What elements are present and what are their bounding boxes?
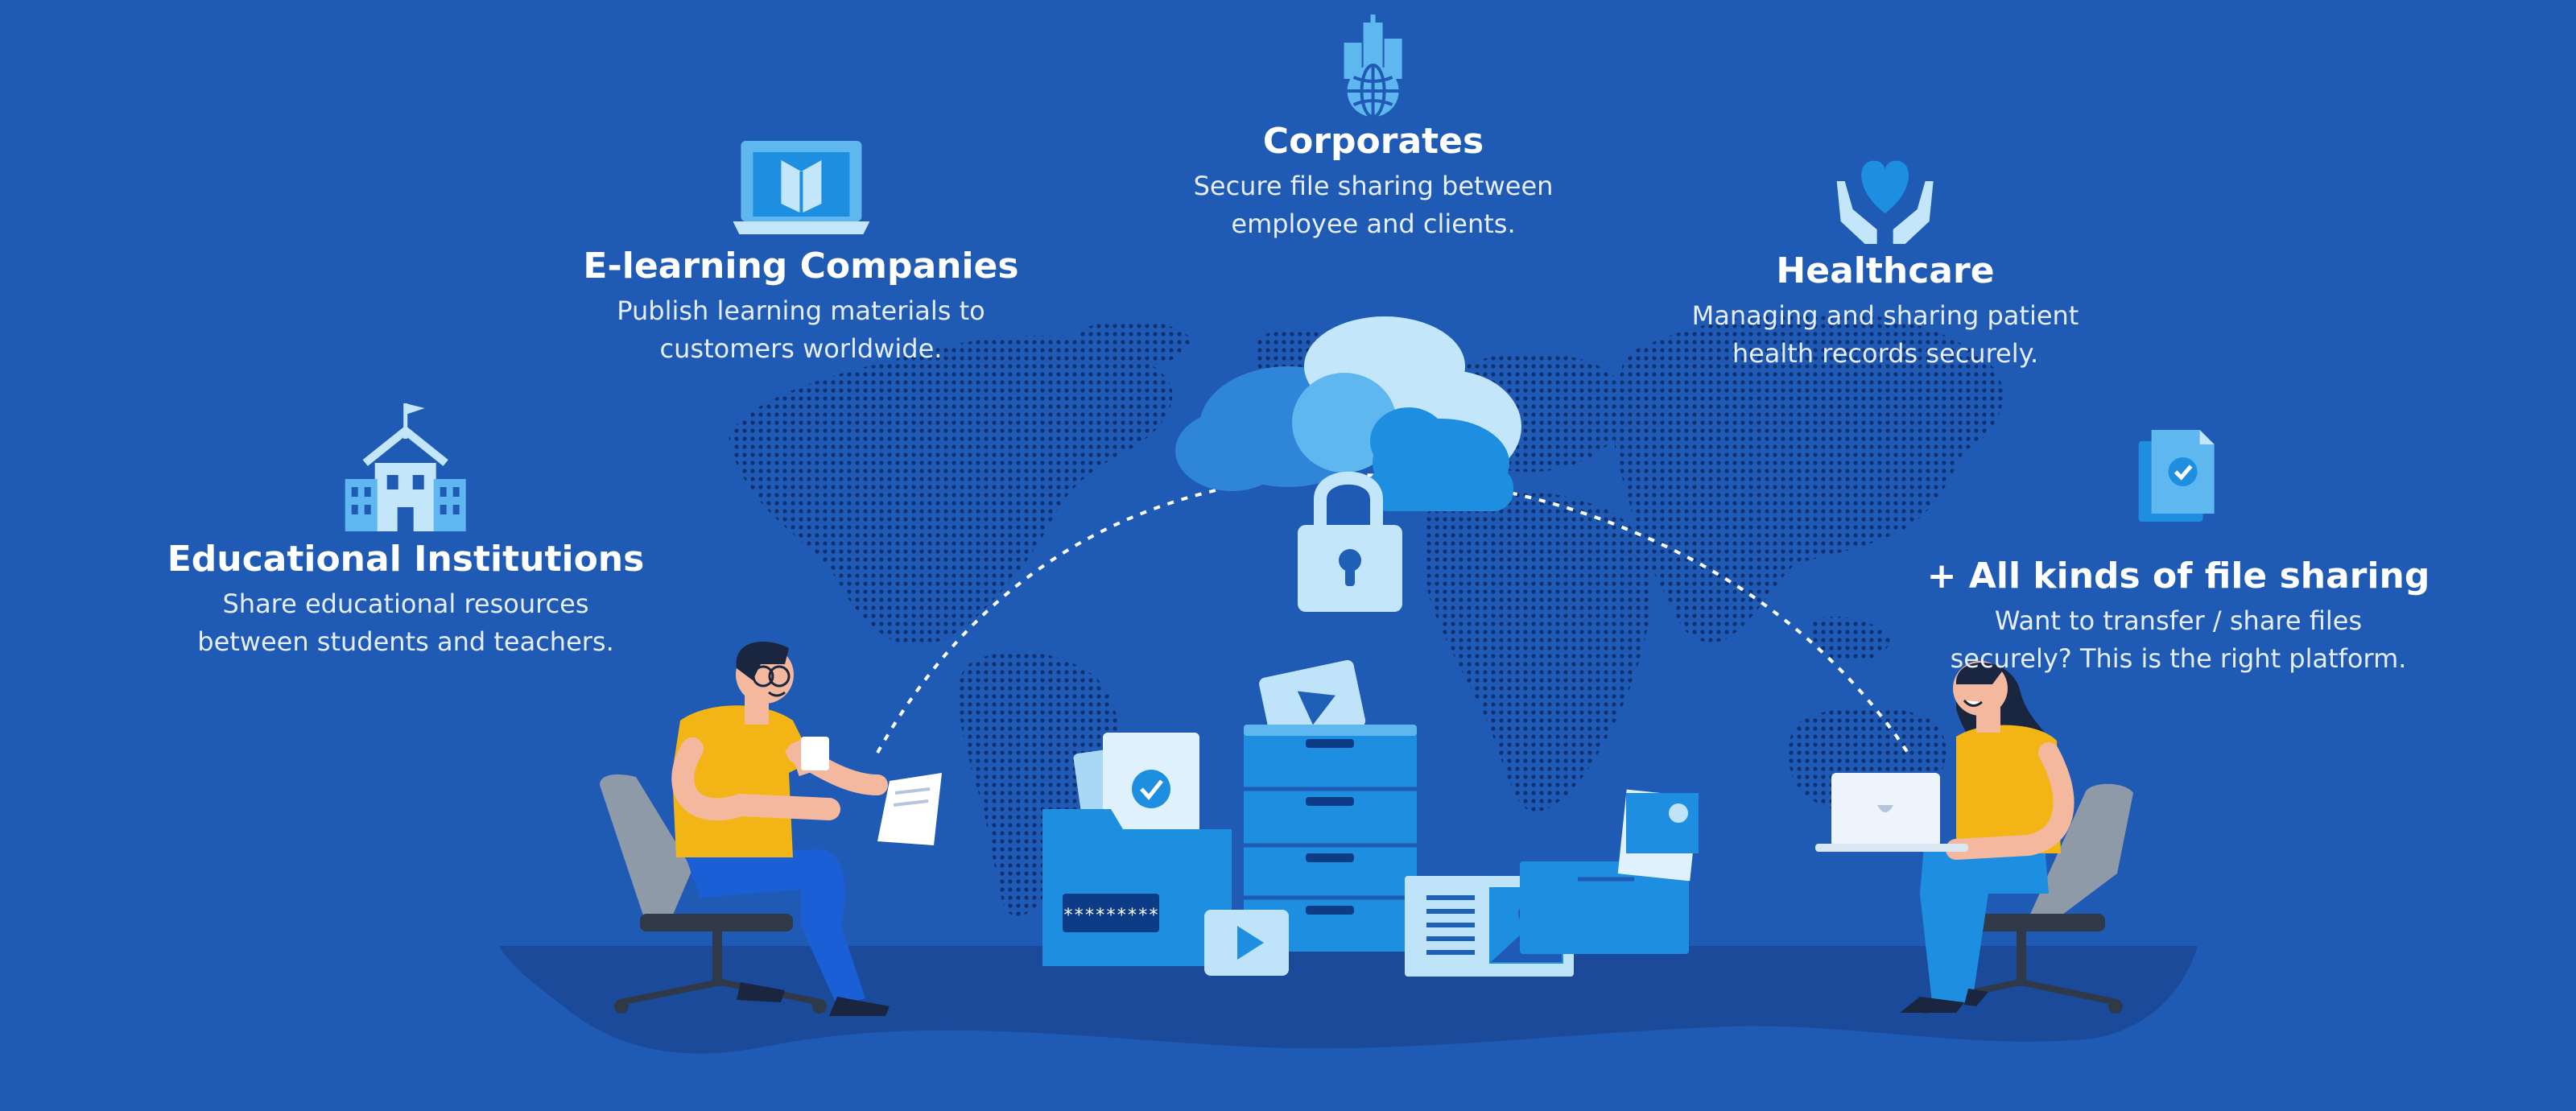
feature-description-line: Publish learning materials to bbox=[617, 295, 985, 326]
feature-elearning: E-learning Companies Publish learning ma… bbox=[583, 141, 1019, 368]
cloud-icon bbox=[1175, 316, 1521, 511]
laptop-book-icon bbox=[732, 141, 869, 234]
school-building-icon bbox=[345, 403, 466, 531]
connection-arc bbox=[876, 473, 1909, 754]
feature-description-line: employee and clients. bbox=[1231, 209, 1516, 239]
feature-description-line: customers worldwide. bbox=[659, 333, 943, 364]
feature-description-line: Managing and sharing patient bbox=[1691, 300, 2079, 331]
feature-title-healthcare: Healthcare bbox=[1776, 250, 1995, 291]
feature-description-line: Secure file sharing between bbox=[1193, 171, 1554, 201]
filing-cabinet-icon bbox=[1244, 725, 1417, 952]
feature-corporates: Corporates Secure file sharing between e… bbox=[1194, 14, 1554, 243]
feature-description-education: Share educational resources between stud… bbox=[167, 585, 645, 661]
feature-description-elearning: Publish learning materials to customers … bbox=[583, 292, 1018, 368]
video-card-icon bbox=[1259, 659, 1366, 745]
folder-icon: ********* bbox=[1042, 733, 1232, 966]
feature-description-line: health records securely. bbox=[1732, 338, 2039, 369]
feature-description-corporates: Secure file sharing between employee and… bbox=[1194, 167, 1554, 243]
feature-title-elearning: E-learning Companies bbox=[583, 246, 1019, 287]
feature-title-education: Educational Institutions bbox=[167, 539, 645, 580]
feature-description-line: Want to transfer / share files bbox=[1994, 605, 2363, 636]
photo-folder-icon bbox=[1520, 789, 1699, 954]
verified-document-icon bbox=[2139, 430, 2215, 522]
woman-with-laptop-illustration bbox=[1815, 661, 2133, 1014]
feature-description-line: securely? This is the right platform. bbox=[1950, 643, 2407, 674]
padlock-icon bbox=[1298, 471, 1402, 612]
feature-title-file-sharing: + All kinds of file sharing bbox=[1926, 556, 2430, 597]
feature-description-file-sharing: Want to transfer / share files securely?… bbox=[1927, 602, 2430, 678]
feature-education: Educational Institutions Share education… bbox=[167, 399, 645, 661]
feature-description-line: Share educational resources bbox=[222, 589, 589, 619]
feature-healthcare: Healthcare Managing and sharing patient … bbox=[1692, 149, 2079, 373]
feature-description-line: between students and teachers. bbox=[197, 626, 614, 657]
feature-title-corporates: Corporates bbox=[1262, 121, 1484, 162]
feature-file-sharing: + All kinds of file sharing Want to tran… bbox=[1926, 425, 2430, 678]
password-field-text: ********* bbox=[1063, 906, 1158, 926]
feature-description-healthcare: Managing and sharing patient health reco… bbox=[1692, 297, 2079, 373]
city-globe-icon bbox=[1344, 14, 1402, 118]
ground bbox=[499, 946, 2198, 1054]
man-with-coffee-illustration bbox=[600, 642, 942, 1016]
heart-hands-icon bbox=[1836, 160, 1934, 244]
play-button-icon bbox=[1204, 910, 1289, 976]
